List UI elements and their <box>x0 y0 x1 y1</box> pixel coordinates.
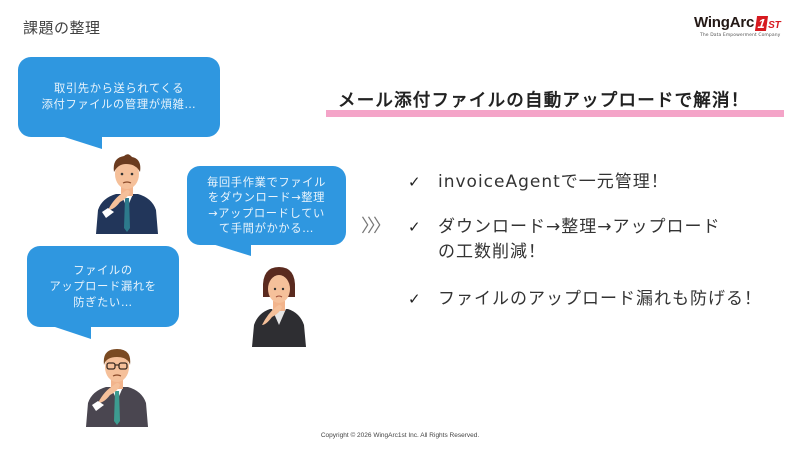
bubble-1-line-2: 添付ファイルの管理が煩雑… <box>41 98 197 111</box>
logo-tagline: The Data Empowerment Company <box>700 33 781 38</box>
point-1-line-1: invoiceAgentで一元管理！ <box>438 172 669 192</box>
bubble-tail-icon <box>209 243 251 256</box>
thinking-woman-dark-suit-icon <box>252 267 306 347</box>
point-3-line-1: ファイルのアップロード漏れも防げる！ <box>438 289 762 309</box>
logo-wordmark: WingArc <box>694 14 755 31</box>
logo-one-mark: 1 <box>755 16 769 31</box>
bubble-3-line-2: アップロード漏れを <box>49 279 157 293</box>
bubble-2-line-3: →アップロードしてい <box>208 206 325 220</box>
bubble-3-line-3: 防ぎたい… <box>73 295 133 309</box>
point-2-line-2: の工数削減！ <box>438 242 546 262</box>
bubble-tail-icon <box>58 135 102 149</box>
thinking-man-navy-suit-icon <box>96 154 158 234</box>
solution-point-3: ✓ ファイルのアップロード漏れも防げる！ <box>408 287 762 312</box>
point-2-line-1: ダウンロード→整理→アップロード <box>438 217 721 237</box>
bubble-1-line-1: 取引先から送られてくる <box>54 82 184 95</box>
bubble-2-line-4: て手間がかかる… <box>218 222 315 235</box>
headline-text: メール添付ファイルの自動アップロードで解消！ <box>338 91 750 111</box>
speech-bubble-3: ファイルの アップロード漏れを 防ぎたい… <box>27 246 179 339</box>
solution-point-2: ✓ ダウンロード→整理→アップロード の工数削減！ <box>408 215 721 265</box>
bubble-tail-icon <box>49 325 91 339</box>
thinking-man-glasses-grey-suit-icon <box>86 349 148 427</box>
speech-bubble-2: 毎回手作業でファイル をダウンロード→整理 →アップロードしてい て手間がかかる… <box>187 166 346 256</box>
copyright-footer: Copyright © 2026 WingArc1st Inc. All Rig… <box>320 432 480 439</box>
checkmark-icon: ✓ <box>408 218 422 236</box>
solution-point-1: ✓ invoiceAgentで一元管理！ <box>408 170 669 195</box>
speech-bubble-1: 取引先から送られてくる 添付ファイルの管理が煩雑… <box>18 57 220 149</box>
bubble-2-line-2: をダウンロード→整理 <box>207 191 326 204</box>
slide-title: 課題の整理 <box>23 19 101 37</box>
wingarc-logo: WingArc 1 ST The Data Empowerment Compan… <box>694 14 794 38</box>
triple-chevron-right-icon: 〉〉〉 <box>361 216 391 237</box>
bubble-2-line-1: 毎回手作業でファイル <box>207 175 326 189</box>
bubble-3-line-1: ファイルの <box>73 263 133 277</box>
headline-highlight-bar <box>326 110 784 117</box>
logo-st-mark: ST <box>768 20 781 31</box>
checkmark-icon: ✓ <box>408 173 422 191</box>
checkmark-icon: ✓ <box>408 290 422 308</box>
solution-headline: メール添付ファイルの自動アップロードで解消！ <box>326 84 784 118</box>
